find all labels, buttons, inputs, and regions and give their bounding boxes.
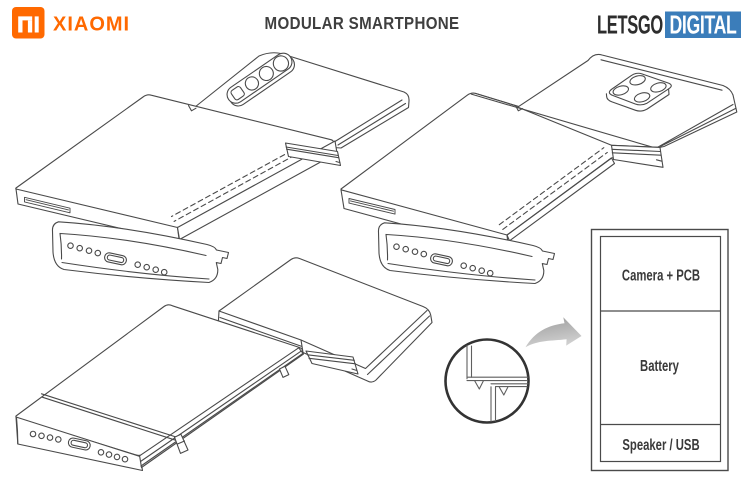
svg-text:XIAOMI: XIAOMI <box>53 14 130 36</box>
svg-text:Speaker / USB: Speaker / USB <box>622 436 699 453</box>
svg-text:LETSGO: LETSGO <box>597 10 663 40</box>
svg-text:MODULAR SMARTPHONE: MODULAR SMARTPHONE <box>265 13 460 34</box>
svg-text:DIGITAL: DIGITAL <box>670 10 737 39</box>
svg-text:Camera + PCB: Camera + PCB <box>622 267 700 284</box>
svg-text:Battery: Battery <box>640 357 679 374</box>
